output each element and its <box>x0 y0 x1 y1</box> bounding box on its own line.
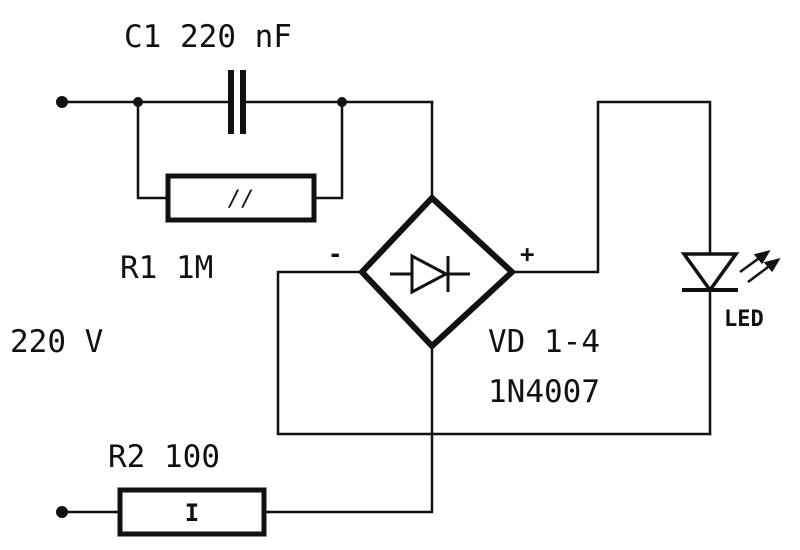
resistor-r1-body <box>165 173 317 223</box>
labels: C1 220 nF R1 1M 220 V R2 100 VD 1-4 1N40… <box>10 19 764 475</box>
wire-bridge-minus <box>276 270 712 436</box>
led-triangle <box>680 252 740 293</box>
led-emission-arrows <box>739 250 781 283</box>
wire-r1-right <box>312 100 344 200</box>
label-r2: R2 100 <box>108 439 220 475</box>
label-minus: - <box>328 240 342 268</box>
junction-dot-right <box>337 97 347 107</box>
terminals <box>56 96 347 518</box>
resistor-r1: // <box>165 173 317 223</box>
label-vd-name: VD 1-4 <box>488 324 600 360</box>
bridge-diode-triangle <box>410 253 450 295</box>
junction-dot-left <box>133 97 143 107</box>
label-led: LED <box>724 307 764 332</box>
resistor-r2-mark: I <box>185 499 199 527</box>
wire-bridge-bottom <box>262 344 434 514</box>
capacitor-c1 <box>228 70 246 134</box>
bridge-diamond <box>357 193 517 351</box>
wire-r1-left <box>136 100 170 200</box>
resistor-r2: I <box>117 487 267 537</box>
resistor-r1-mark: // <box>228 187 255 212</box>
input-terminal-bottom <box>56 506 68 518</box>
resistor-r2-body <box>117 487 267 537</box>
input-terminal-top <box>56 96 68 108</box>
label-r1: R1 1M <box>120 250 213 286</box>
label-c1: C1 220 nF <box>124 19 292 55</box>
label-plus: + <box>520 240 534 268</box>
label-vd-part: 1N4007 <box>488 374 600 410</box>
led <box>680 250 781 293</box>
diode-bridge-vd1-4 <box>357 193 517 351</box>
wire-bridge-plus <box>510 100 712 274</box>
label-supply: 220 V <box>10 324 103 360</box>
wires <box>60 100 712 514</box>
